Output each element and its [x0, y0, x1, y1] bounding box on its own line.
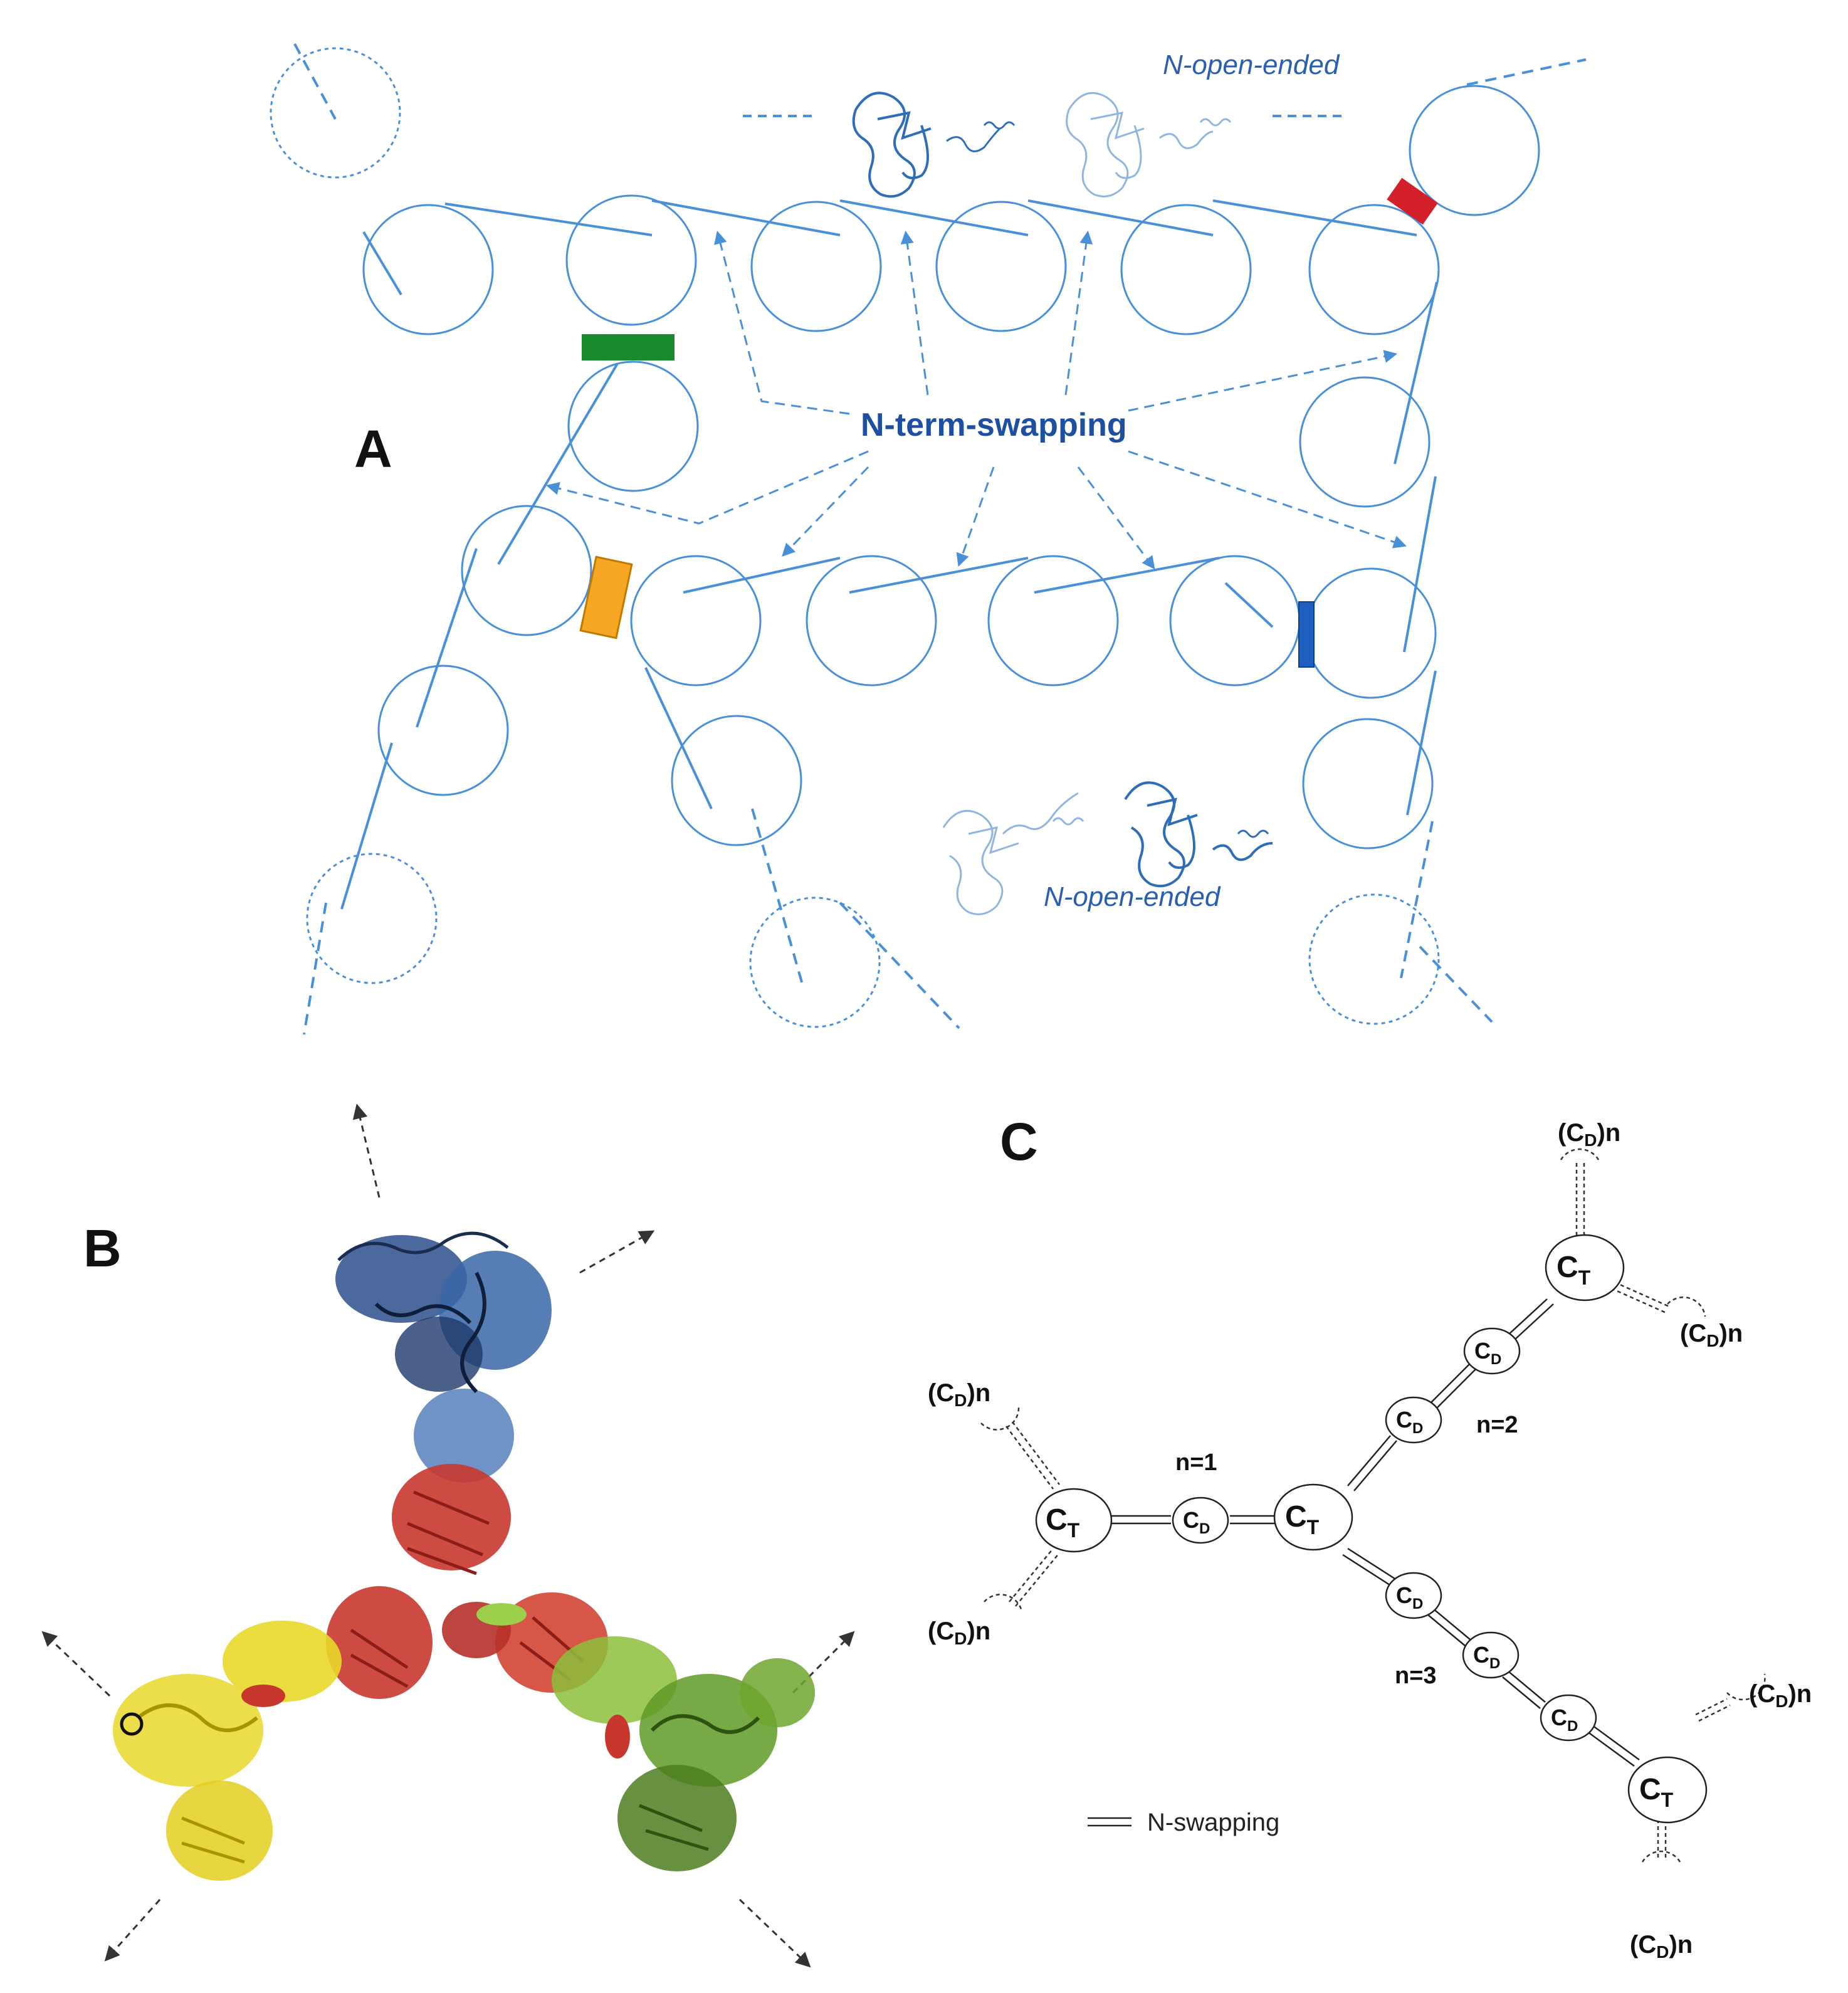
lower-left-domains	[306, 665, 881, 1028]
ct-nodes	[1035, 1234, 1708, 1824]
cdn-label: (CD)n	[1630, 1931, 1693, 1962]
blue-domain-cluster	[335, 1231, 552, 1483]
cd-label: CD	[1396, 1582, 1423, 1612]
right-column-linkers	[1394, 281, 1493, 1023]
n2-label: n=2	[1476, 1412, 1518, 1438]
cdn-label: (CD)n	[1680, 1320, 1743, 1350]
orange-marker	[579, 555, 633, 639]
green-domain-cluster	[476, 1603, 815, 1871]
n3-label: n=3	[1395, 1663, 1437, 1689]
domain-circle	[461, 505, 592, 636]
cd-nodes	[1172, 1327, 1597, 1742]
domain-circle	[567, 360, 699, 492]
swapping-arrows	[545, 230, 1407, 570]
panel-a: A	[270, 43, 1587, 1035]
cd-label: CD	[1183, 1507, 1210, 1537]
protein-ribbon-bottom-left	[942, 792, 1084, 915]
cd-labels: CD CD CD CD CD CD	[1183, 1338, 1578, 1735]
domain-circle-dashed	[749, 897, 881, 1028]
domain-circle-dashed	[1308, 893, 1440, 1025]
cd-label: CD	[1396, 1407, 1423, 1437]
n-open-ended-top-label: N-open-ended	[1163, 50, 1340, 80]
cd-node	[1540, 1694, 1597, 1742]
yellow-domain-cluster	[113, 1621, 342, 1881]
blue-marker	[1298, 601, 1315, 668]
n-swapping-links	[1108, 1298, 1640, 1767]
domain-circle	[1409, 85, 1540, 216]
top-row-linkers	[293, 43, 1587, 296]
panel-c: C	[928, 1112, 1812, 1962]
panel-c-letter: C	[1000, 1112, 1038, 1171]
domain-circle	[1308, 204, 1440, 335]
top-row-domains	[270, 47, 1540, 335]
protein-ribbon-bottom-right	[1124, 781, 1273, 888]
ct-label: CT	[1557, 1251, 1591, 1289]
domain-circle	[935, 201, 1067, 332]
domain-circle	[1299, 376, 1431, 508]
ct-label: CT	[1285, 1500, 1320, 1538]
panel-a-letter: A	[354, 419, 392, 478]
domain-circle	[565, 194, 697, 326]
cdn-label: (CD)n	[928, 1617, 990, 1648]
legend: N-swapping	[1088, 1809, 1279, 1836]
cd-node	[1172, 1496, 1229, 1544]
protein-ribbon-top-right	[1066, 92, 1232, 197]
cd-label: CD	[1473, 1642, 1500, 1672]
green-marker	[582, 334, 675, 360]
cdn-label: (CD)n	[1749, 1680, 1812, 1711]
ct-labels: CT CT CT CT	[1046, 1251, 1674, 1811]
cd-node	[1463, 1327, 1521, 1375]
middle-row-domains	[461, 360, 1301, 686]
domain-circle	[630, 555, 762, 686]
protein-ribbon-top-left	[852, 92, 1016, 198]
ct-label: CT	[1046, 1503, 1080, 1542]
ct-node	[1627, 1756, 1708, 1824]
ct-node	[1273, 1483, 1353, 1551]
domain-circle	[671, 715, 802, 846]
ct-node	[1545, 1234, 1625, 1301]
domain-circle-dashed	[270, 47, 401, 179]
domain-circle	[1302, 718, 1434, 849]
cdn-label: (CD)n	[1558, 1119, 1620, 1150]
domain-circle	[362, 204, 494, 335]
domain-circle	[1169, 555, 1301, 686]
lower-left-linkers	[303, 548, 960, 1035]
domain-circle	[987, 555, 1119, 686]
cd-node	[1385, 1572, 1442, 1619]
cd-label: CD	[1551, 1705, 1578, 1735]
cd-label: CD	[1474, 1338, 1501, 1368]
cdn-label: (CD)n	[928, 1379, 990, 1410]
cd-node	[1385, 1396, 1442, 1444]
ct-label: CT	[1639, 1773, 1674, 1811]
cdn-labels: (CD)n (CD)n (CD)n (CD)n (CD)n (CD)n	[928, 1119, 1812, 1962]
n-term-swapping-label: N-term-swapping	[861, 407, 1127, 443]
panel-b-letter: B	[83, 1219, 122, 1278]
n-open-ended-bottom-label: N-open-ended	[1044, 881, 1221, 912]
ct-node	[1035, 1488, 1113, 1553]
domain-circle	[377, 665, 509, 796]
right-column-domains	[1299, 376, 1440, 1025]
panel-b: B	[41, 1103, 855, 1968]
domain-circle	[750, 201, 882, 332]
domain-circle	[806, 555, 937, 686]
n1-label: n=1	[1175, 1449, 1217, 1476]
cd-node	[1462, 1631, 1520, 1679]
domain-circle	[1120, 204, 1252, 335]
domain-circle-dashed	[306, 853, 438, 984]
open-node-markers	[980, 1148, 1766, 1863]
legend-label: N-swapping	[1147, 1809, 1279, 1836]
middle-row-linkers	[497, 362, 1274, 628]
red-marker	[1387, 177, 1438, 225]
